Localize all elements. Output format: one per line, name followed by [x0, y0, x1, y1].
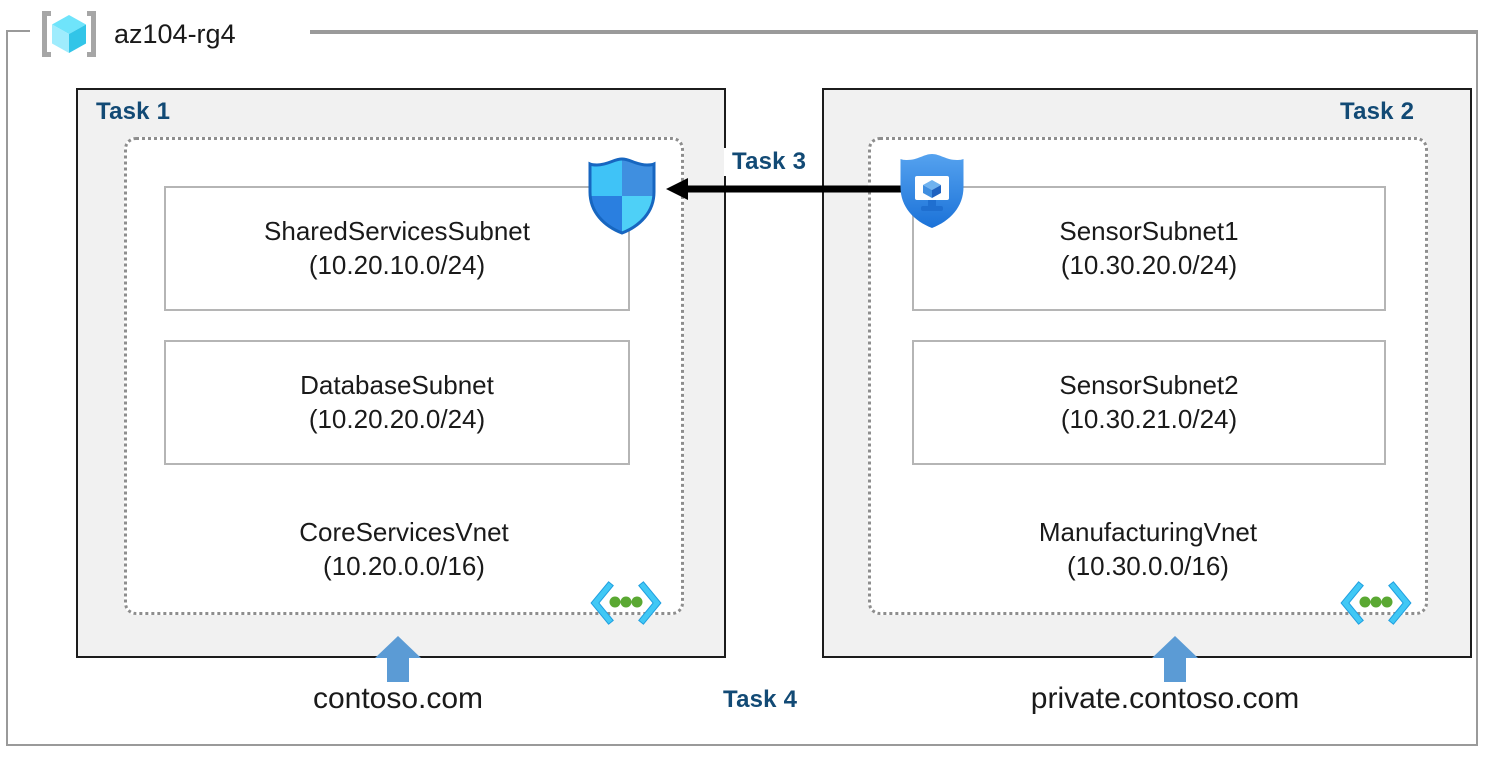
subnet-sensorsubnet2: SensorSubnet2 (10.30.21.0/24): [912, 340, 1386, 465]
vnet-peering-shield-icon: [586, 156, 658, 236]
subnet-sharedservicessubnet: SharedServicesSubnet (10.20.10.0/24): [164, 186, 630, 311]
resource-group-title: az104-rg4: [114, 18, 236, 49]
subnet-name: SensorSubnet2: [1059, 369, 1239, 400]
task1-label: Task 1: [96, 98, 171, 125]
peering-arrow-left-icon: [640, 176, 912, 202]
resource-group-frame: [6, 30, 1478, 746]
dns-zone-name-private-contoso: private.contoso.com: [1030, 682, 1300, 715]
subnet-cidr: (10.20.10.0/24): [308, 249, 486, 280]
up-arrow-icon: [1150, 634, 1200, 684]
network-watcher-shield-icon: [896, 150, 968, 232]
dns-zone-icon: [1338, 580, 1414, 626]
vnet-name: CoreServicesVnet: [299, 517, 509, 547]
subnet-name: SensorSubnet1: [1059, 215, 1239, 246]
subnet-sensorsubnet1: SensorSubnet1 (10.30.20.0/24): [912, 186, 1386, 311]
task3-label: Task 3: [724, 148, 815, 176]
subnet-cidr: (10.30.21.0/24): [1060, 403, 1238, 434]
task4-label: Task 4: [723, 686, 798, 713]
dns-zone-name-contoso: contoso.com: [312, 682, 484, 715]
subnet-name: DatabaseSubnet: [300, 369, 494, 400]
manufacturingvnet-caption: ManufacturingVnet (10.30.0.0/16): [868, 515, 1428, 584]
subnet-name: SharedServicesSubnet: [264, 215, 530, 246]
vnet-cidr: (10.20.0.0/16): [323, 551, 485, 582]
resource-group-header-rule: [304, 32, 1478, 34]
subnet-databasesubnet: DatabaseSubnet (10.20.20.0/24): [164, 340, 630, 465]
azure-resource-group-cube-icon: [38, 8, 100, 60]
task2-label: Task 2: [1340, 98, 1415, 125]
vnet-name: ManufacturingVnet: [1038, 517, 1258, 547]
dns-zone-icon: [588, 580, 664, 626]
subnet-cidr: (10.20.20.0/24): [308, 403, 486, 434]
corservicesvnet-caption: CoreServicesVnet (10.20.0.0/16): [124, 515, 684, 584]
up-arrow-icon: [373, 634, 423, 684]
resource-group-header: az104-rg4: [38, 10, 236, 58]
vnet-cidr: (10.30.0.0/16): [1067, 551, 1229, 582]
subnet-cidr: (10.30.20.0/24): [1060, 249, 1238, 280]
